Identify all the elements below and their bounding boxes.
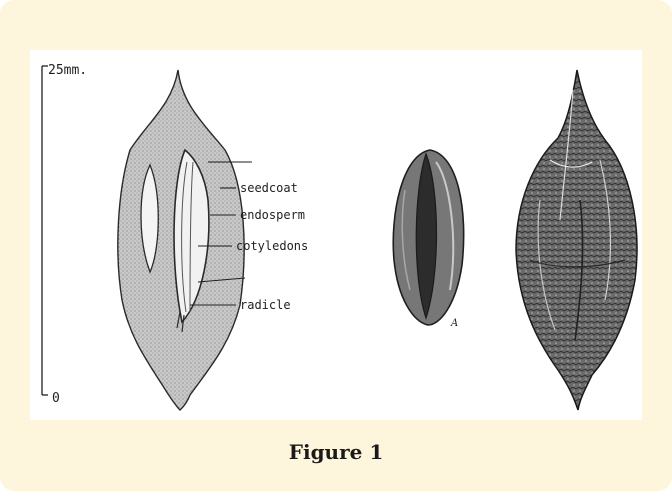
scale-bar <box>42 66 48 395</box>
seed-illustration-svg: 25mm. 0 seedcoat endosperm <box>30 50 642 420</box>
label-cotyledons: cotyledons <box>236 239 308 253</box>
seed-section-drawing <box>118 70 244 410</box>
figure-caption: Figure 1 <box>0 440 672 464</box>
small-seed-drawing <box>393 150 463 325</box>
label-seedcoat: seedcoat <box>240 181 298 195</box>
label-endosperm: endosperm <box>240 208 305 222</box>
label-radicle: radicle <box>240 298 291 312</box>
figure-illustration: 25mm. 0 seedcoat endosperm <box>30 50 642 420</box>
wrinkled-fruit-drawing <box>516 70 637 410</box>
signature-mark: A <box>450 318 458 329</box>
scale-bottom-label: 0 <box>52 391 60 406</box>
scale-top-label: 25mm. <box>48 63 87 78</box>
